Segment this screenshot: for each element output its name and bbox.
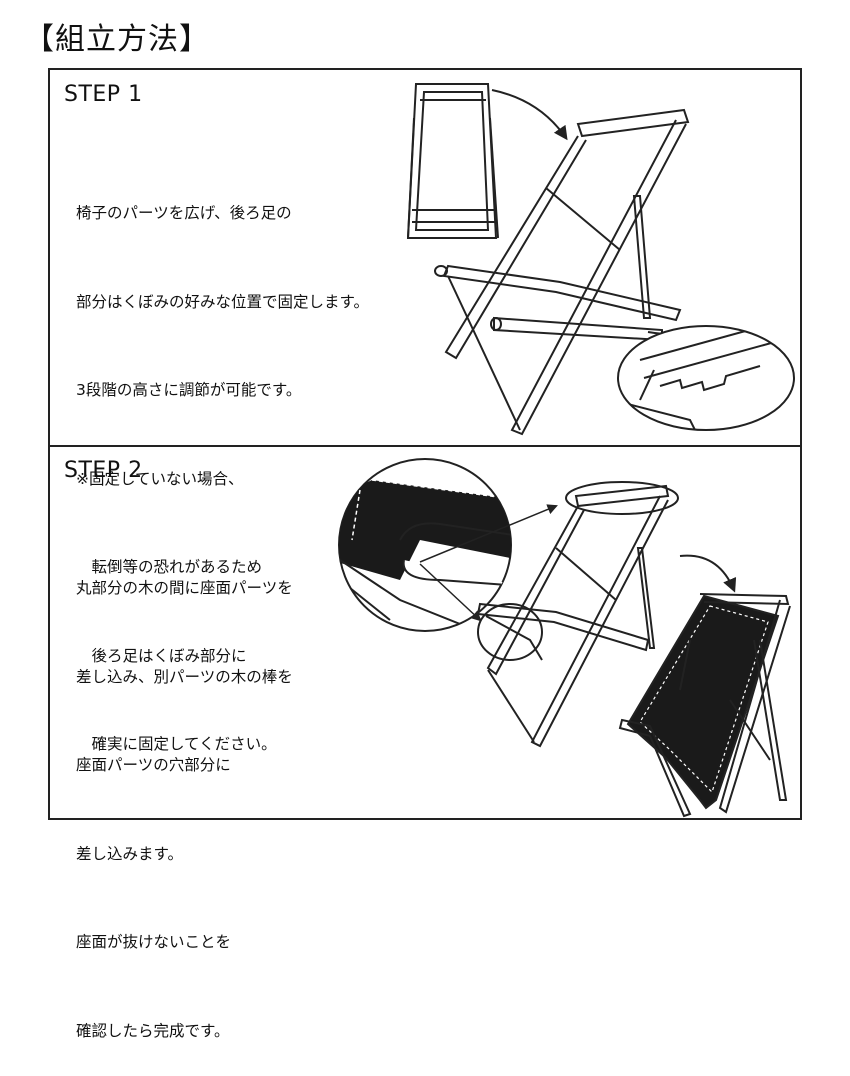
arrow-icon [679,554,737,593]
assembly-illustrations [338,83,795,818]
frame-chair-step2-icon [476,481,679,748]
step-1-line: 椅子のパーツを広げ、後ろ足の [76,204,292,222]
step-1-note: 転倒等の恐れがあるため [76,558,263,576]
notch-detail-icon [617,325,795,431]
step-1-note: 後ろ足はくぼみ部分に [76,646,247,665]
arrow-icon [419,563,482,622]
step-2-line: 座面が抜けないことを [76,933,232,951]
arrow-icon [419,504,558,563]
step-2-line: 確認したら完成です。 [76,1021,230,1040]
step-1-line: 部分はくぼみの好みな位置で固定します。 [76,292,369,311]
page-title: 【組立方法】 [24,22,210,57]
step-2-label: STEP 2 [64,458,143,483]
fabric-detail-icon [338,458,512,632]
step-2-line: 座面パーツの穴部分に [76,756,231,774]
open-frame-chair-icon [434,108,690,436]
instruction-frame [48,68,802,820]
step-1-note: ※固定していない場合、 [76,469,244,488]
folded-chair-icon [406,83,499,239]
finished-chair-icon [618,593,791,818]
step-1-label: STEP 1 [64,82,143,107]
step-1-instructions: 椅子のパーツを広げ、後ろ足の 部分はくぼみの好みな位置で固定します。 3段階の高… [76,140,369,789]
step-divider [48,445,802,447]
step-1-line: 3段階の高さに調節が可能です。 [76,381,302,399]
step-2-line: 差し込み、別パーツの木の棒を [76,667,293,686]
step-2-line: 丸部分の木の間に座面パーツを [76,579,293,597]
arrow-icon [491,89,568,141]
step-1-note: 確実に固定してください。 [76,735,277,753]
